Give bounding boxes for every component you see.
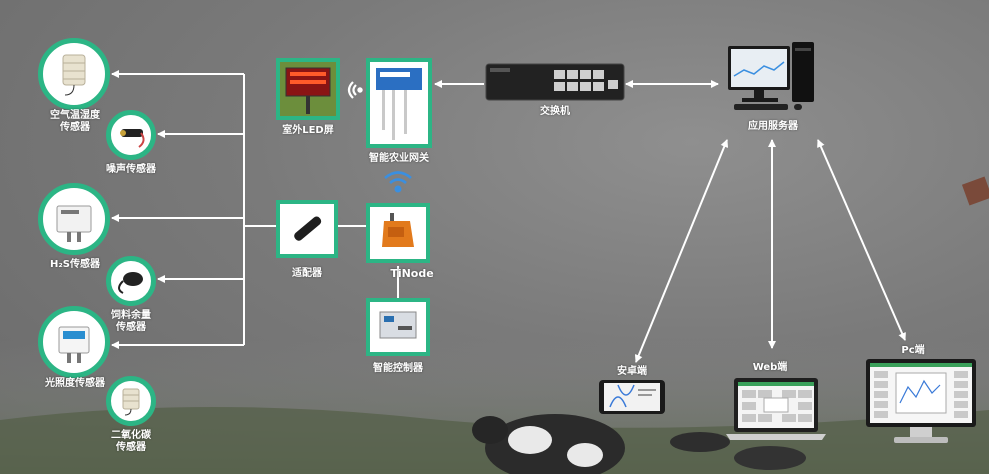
- gateway-label: 智能农业网关: [369, 153, 429, 164]
- noise-sensor: [106, 110, 156, 160]
- network-switch: [485, 63, 625, 101]
- adapter-device: [276, 200, 338, 258]
- pc-label: Pc端: [901, 345, 925, 356]
- server-label: 应用服务器: [748, 121, 798, 132]
- wifi-icon: [384, 171, 412, 193]
- tinode-label: TiNode: [390, 267, 434, 280]
- feed-remaining-sensor: [106, 256, 156, 306]
- adapter-label: 适配器: [292, 268, 322, 279]
- outdoor-led-screen: [276, 58, 340, 120]
- cow-silhouette: [472, 414, 625, 474]
- wifi-icon: [347, 81, 363, 99]
- light-sensor: [38, 306, 110, 378]
- cow-silhouette-small: [670, 432, 806, 470]
- co2-sensor-label: 二氧化碳 传感器: [111, 430, 151, 453]
- web-label: Web端: [752, 362, 788, 373]
- led-screen-label: 室外LED屏: [282, 125, 334, 136]
- h2s-sensor: [38, 183, 110, 255]
- smart-controller-label: 智能控制器: [373, 363, 423, 374]
- agriculture-gateway: [366, 58, 432, 148]
- android-label: 安卓端: [617, 366, 647, 377]
- smart-controller-device: [366, 298, 430, 356]
- co2-sensor: [106, 376, 156, 426]
- h2s-sensor-label: H₂S传感器: [50, 259, 100, 270]
- tablet-icon: [599, 380, 665, 414]
- monitor-icon: [866, 359, 976, 443]
- noise-sensor-label: 噪声传感器: [106, 164, 156, 175]
- air-temp-humidity-label: 空气温湿度 传感器: [50, 110, 100, 133]
- laptop-icon: [726, 378, 826, 440]
- air-temp-humidity-sensor: [38, 38, 110, 110]
- pc-icon: [728, 42, 814, 110]
- tinode-device: [366, 203, 430, 263]
- switch-label: 交换机: [540, 106, 570, 117]
- light-sensor-label: 光照度传感器: [45, 378, 105, 389]
- feed-remaining-label: 饲料余量 传感器: [111, 310, 151, 333]
